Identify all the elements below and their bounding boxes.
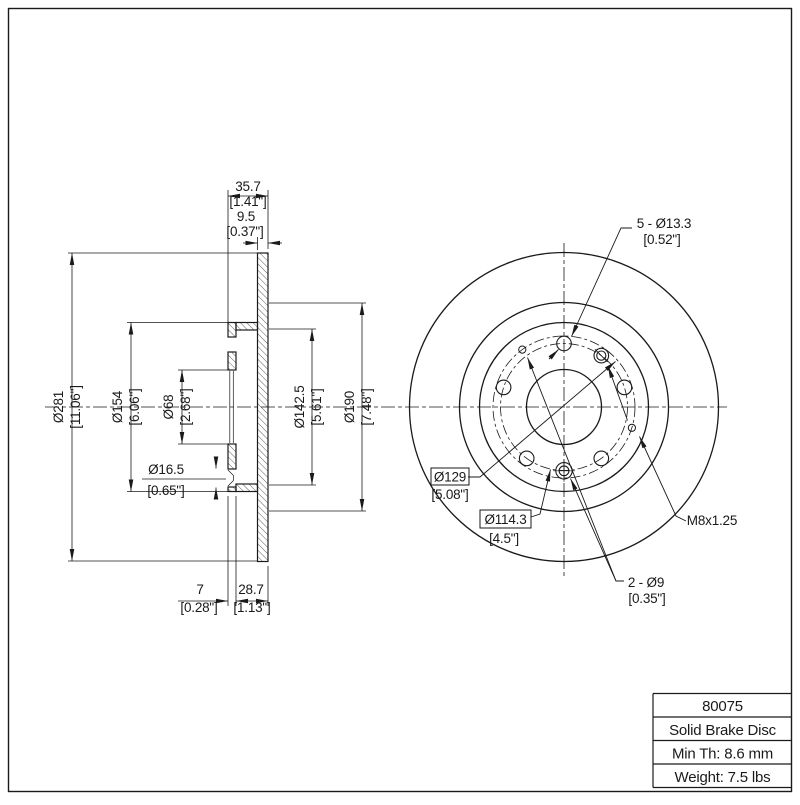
dim-overall-width-in: [1.41"]	[229, 194, 266, 209]
callout-bolt-circle-mm: Ø114.3	[484, 512, 526, 527]
dim-pad-inner-diameter-mm: Ø142.5	[292, 385, 307, 428]
dim-countersink-mm: Ø16.5	[148, 462, 184, 477]
section-detail-lines	[227, 371, 234, 487]
extension-lines	[68, 190, 366, 606]
dimension-lines	[69, 193, 365, 604]
callout-bolt-circle-in: [4.5"]	[489, 531, 519, 546]
lug-holes	[495, 335, 633, 467]
front-view: 5 - Ø13.3 [0.52"] Ø129 [5.08"] Ø114.3 [4…	[408, 216, 737, 606]
product-name: Solid Brake Disc	[669, 722, 777, 739]
dim-disc-thickness-in: [0.37"]	[226, 224, 263, 239]
callout-screw-holes-mm: 2 - Ø9	[628, 575, 664, 590]
section-view: 35.7 [1.41"] 9.5 [0.37"] Ø281 [11.06"] Ø…	[51, 179, 374, 615]
callout-lug-holes-mm: 5 - Ø13.3	[637, 216, 691, 231]
dim-countersink-in: [0.65"]	[147, 483, 184, 498]
section-material	[227, 252, 269, 563]
dim-hat-plate-thickness-in: [0.28"]	[180, 600, 217, 615]
dim-hat-outer-diameter-mm: Ø190	[342, 391, 357, 423]
threaded-hole	[593, 347, 610, 364]
dim-outer-diameter-in: [11.06"]	[68, 385, 83, 428]
countersunk-screw-hole	[553, 459, 575, 482]
dim-center-bore-in: [2.68"]	[178, 388, 193, 425]
dim-hat-outer-diameter-in: [7.48"]	[359, 388, 374, 425]
dim-pad-inner-diameter-in: [5.61"]	[309, 388, 324, 425]
dim-hat-diameter-in: [6.06"]	[127, 388, 142, 425]
min-thickness: Min Th: 8.6 mm	[672, 746, 773, 763]
part-number: 80075	[702, 698, 743, 715]
dim-outer-diameter-mm: Ø281	[51, 391, 66, 423]
dim-hat-diameter-mm: Ø154	[110, 390, 125, 423]
callout-screw-circle-in: [5.08"]	[431, 487, 468, 502]
small-holes	[518, 345, 637, 432]
dim-disc-thickness-mm: 9.5	[237, 209, 255, 224]
screw-circle	[492, 335, 636, 479]
drawing-frame	[7, 7, 793, 793]
weight: Weight: 7.5 lbs	[675, 769, 771, 786]
bolt-circle-callout-box	[479, 509, 532, 529]
screw-circle-callout-box	[430, 467, 470, 486]
callout-screw-circle-mm: Ø129	[434, 470, 466, 485]
callout-thread-spec: M8x1.25	[687, 513, 737, 528]
dim-overall-width-mm: 35.7	[235, 179, 260, 194]
dim-hat-plate-thickness-mm: 7	[196, 582, 203, 597]
title-block: 80075 Solid Brake Disc Min Th: 8.6 mm We…	[652, 692, 792, 789]
dim-center-bore-mm: Ø68	[161, 395, 176, 420]
title-block-grid	[652, 692, 792, 789]
leader-lines	[468, 227, 687, 582]
dim-hat-depth-in: [1.13"]	[233, 600, 270, 615]
callout-screw-holes-in: [0.35"]	[628, 591, 665, 606]
dim-hat-depth-mm: 28.7	[238, 582, 263, 597]
callout-lug-holes-in: [0.52"]	[643, 232, 680, 247]
